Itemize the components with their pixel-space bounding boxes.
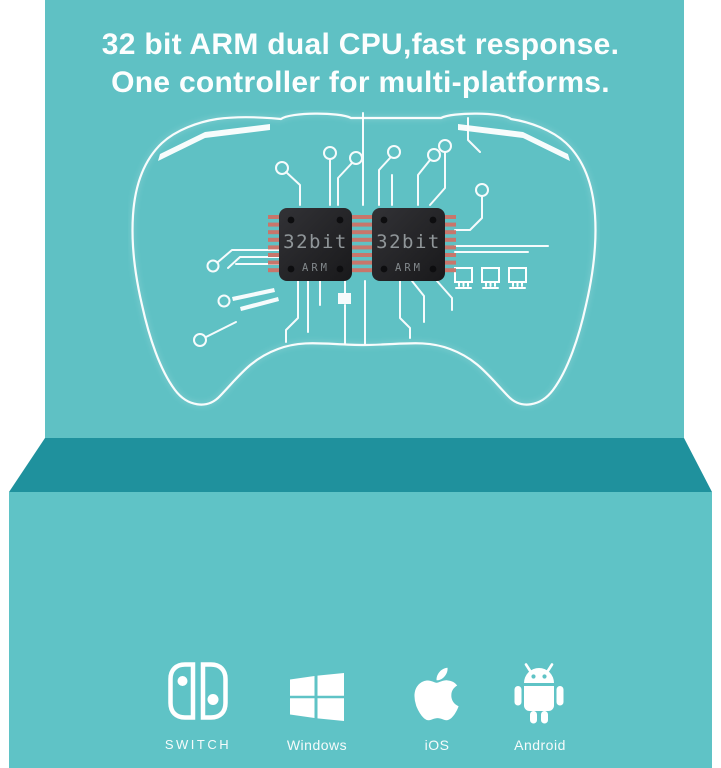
headline-platforms: One controller for multi-platforms.: [111, 66, 610, 99]
monitor-icon: [508, 267, 527, 289]
platform-label-switch: SWITCH: [164, 737, 232, 752]
chip-title: 32bit: [376, 231, 441, 253]
controller-illustration: 32bit ARM 32bit ARM: [131, 112, 597, 406]
chip-subtitle: ARM: [395, 262, 423, 274]
headline-cpu: 32 bit ARM dual CPU,fast response.: [101, 28, 620, 61]
chip-title: 32bit: [283, 231, 348, 253]
windows-logo-icon: [290, 673, 344, 721]
shoulder-triggers-icon: [158, 124, 570, 161]
apple-logo-icon: [414, 667, 459, 721]
cpu-chip-2: 32bit ARM: [372, 208, 445, 281]
monitor-icon: [481, 267, 500, 289]
android-robot-icon: [514, 663, 564, 724]
platform-label-windows: Windows: [286, 737, 348, 753]
bottom-panel: [9, 492, 712, 768]
monitor-icon: [454, 267, 473, 289]
platform-label-ios: iOS: [424, 737, 450, 753]
cpu-chip-1: 32bit ARM: [279, 208, 352, 281]
platform-label-android: Android: [514, 737, 566, 753]
chip-subtitle: ARM: [302, 262, 330, 274]
circuit-pads-icon: [232, 288, 351, 311]
divider-trapezoid: [9, 438, 712, 492]
switch-joycons-icon: [168, 662, 228, 720]
circuit-traces-icon: [193, 112, 549, 347]
chip-pins: [268, 215, 456, 273]
terminal-icons: [454, 267, 527, 289]
gamepad-outline-icon: [131, 112, 597, 406]
